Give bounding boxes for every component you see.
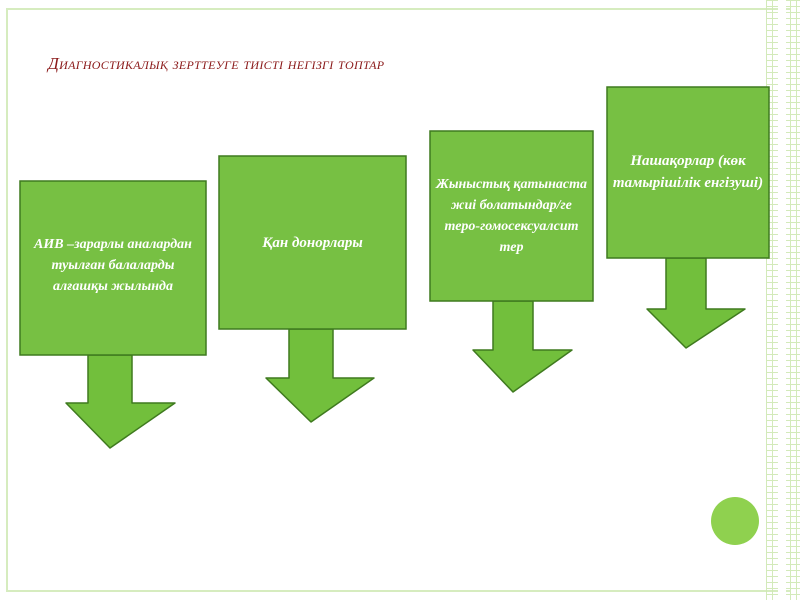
frame-left-line: [6, 8, 8, 592]
group-box-3: [429, 130, 594, 302]
frame-bottom-line: [6, 590, 790, 592]
frame-top-line: [6, 8, 790, 10]
group-label-1: АИВ –зарарлы аналардан туылған балаларды…: [34, 236, 192, 294]
group-box-4: [606, 86, 770, 259]
group-box-1: [19, 180, 207, 356]
grid-strip-gap: [778, 0, 786, 600]
group-label-4: Нашақорлар (көк тамырішілік енгізуші): [612, 153, 764, 191]
arrow-down-4: [646, 257, 746, 349]
arrow-down-1: [65, 354, 176, 449]
arrow-down-3: [472, 300, 573, 393]
slide-title: Диагностикалық зерттеуге тиісті негізгі …: [48, 54, 385, 73]
group-label-2: Қан донорлары: [262, 234, 363, 251]
arrow-down-2: [265, 328, 375, 423]
group-label-3: Жыныстық қатынаста жиі болатындар/ге тер…: [435, 177, 588, 255]
decorative-circle: [711, 497, 759, 545]
group-box-2: [218, 155, 407, 330]
